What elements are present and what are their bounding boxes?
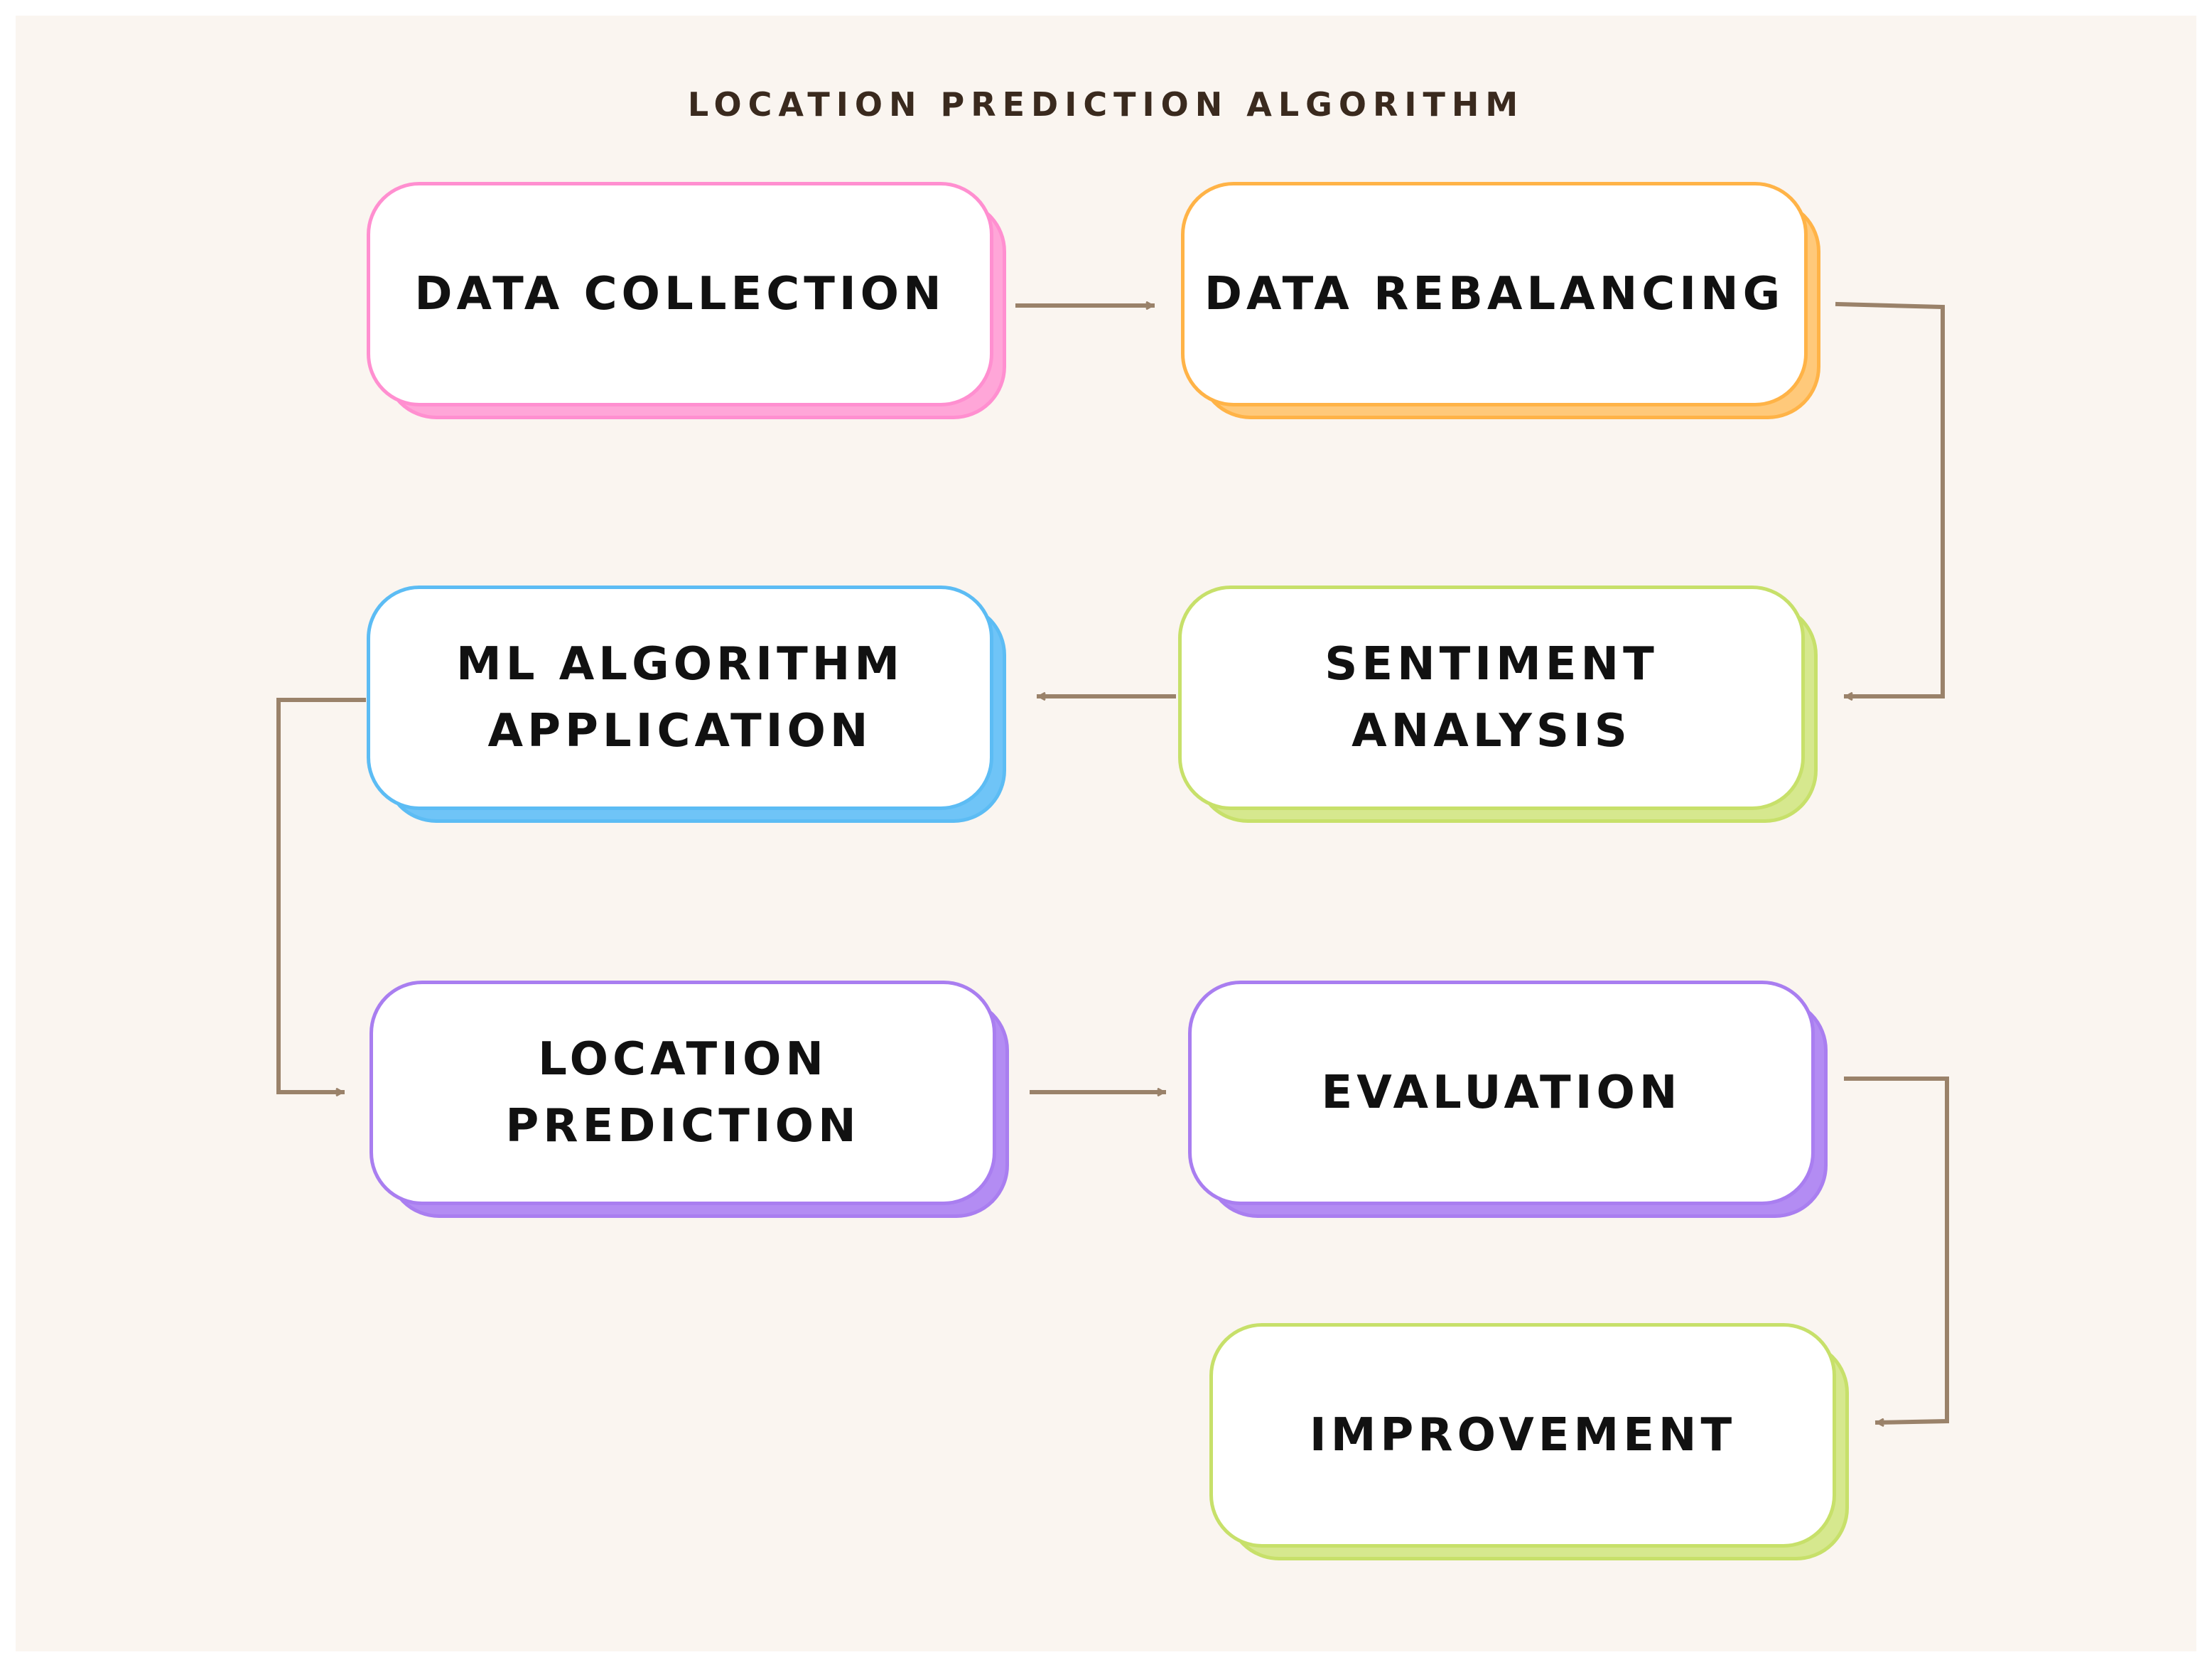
arrow-evaluation-to-improvement (1844, 1077, 1949, 1423)
step-label: LOCATION PREDICTION (505, 1026, 860, 1160)
step-improvement: IMPROVEMENT (1209, 1323, 1849, 1560)
arrow-rebalancing-to-sentiment (1835, 301, 1945, 696)
card-body: LOCATION PREDICTION (369, 981, 996, 1205)
step-label: DATA COLLECTION (414, 261, 945, 328)
card-body: ML ALGORITHM APPLICATION (367, 586, 993, 810)
step-label-line: DATA REBALANCING (1204, 268, 1785, 320)
step-label-line: APPLICATION (487, 705, 873, 757)
page-title: LOCATION PREDICTION ALGORITHM (687, 85, 1525, 124)
step-ml-algorithm-application: ML ALGORITHM APPLICATION (367, 586, 1006, 823)
step-label-line: IMPROVEMENT (1309, 1409, 1737, 1462)
step-label: EVALUATION (1322, 1059, 1682, 1126)
step-location-prediction: LOCATION PREDICTION (369, 981, 1009, 1218)
card-body: DATA COLLECTION (367, 182, 993, 406)
connector-layer (276, 16, 1949, 1651)
step-label: DATA REBALANCING (1204, 261, 1784, 328)
card-body: DATA REBALANCING (1181, 182, 1808, 406)
step-label: ML ALGORITHM APPLICATION (456, 631, 904, 765)
card-body: IMPROVEMENT (1209, 1323, 1836, 1548)
step-evaluation: EVALUATION (1188, 981, 1828, 1218)
step-label-line: EVALUATION (1321, 1067, 1682, 1119)
step-label-line: LOCATION (538, 1033, 828, 1086)
step-label: SENTIMENT ANALYSIS (1324, 631, 1658, 765)
card-body: EVALUATION (1188, 981, 1815, 1205)
step-label-line: PREDICTION (505, 1100, 860, 1153)
step-data-rebalancing: DATA REBALANCING (1181, 182, 1820, 419)
card-body: SENTIMENT ANALYSIS (1178, 586, 1805, 810)
diagram-canvas: LOCATION PREDICTION ALGORITHM DATA COLLE… (16, 16, 2196, 1651)
step-label: IMPROVEMENT (1310, 1402, 1736, 1469)
step-sentiment-analysis: SENTIMENT ANALYSIS (1178, 586, 1818, 823)
arrow-ml-to-location (276, 698, 366, 1092)
step-label-line: ML ALGORITHM (456, 638, 904, 691)
step-data-collection: DATA COLLECTION (367, 182, 1006, 419)
step-label-line: DATA COLLECTION (414, 268, 946, 320)
step-label-line: ANALYSIS (1352, 705, 1631, 757)
step-label-line: SENTIMENT (1324, 638, 1658, 691)
